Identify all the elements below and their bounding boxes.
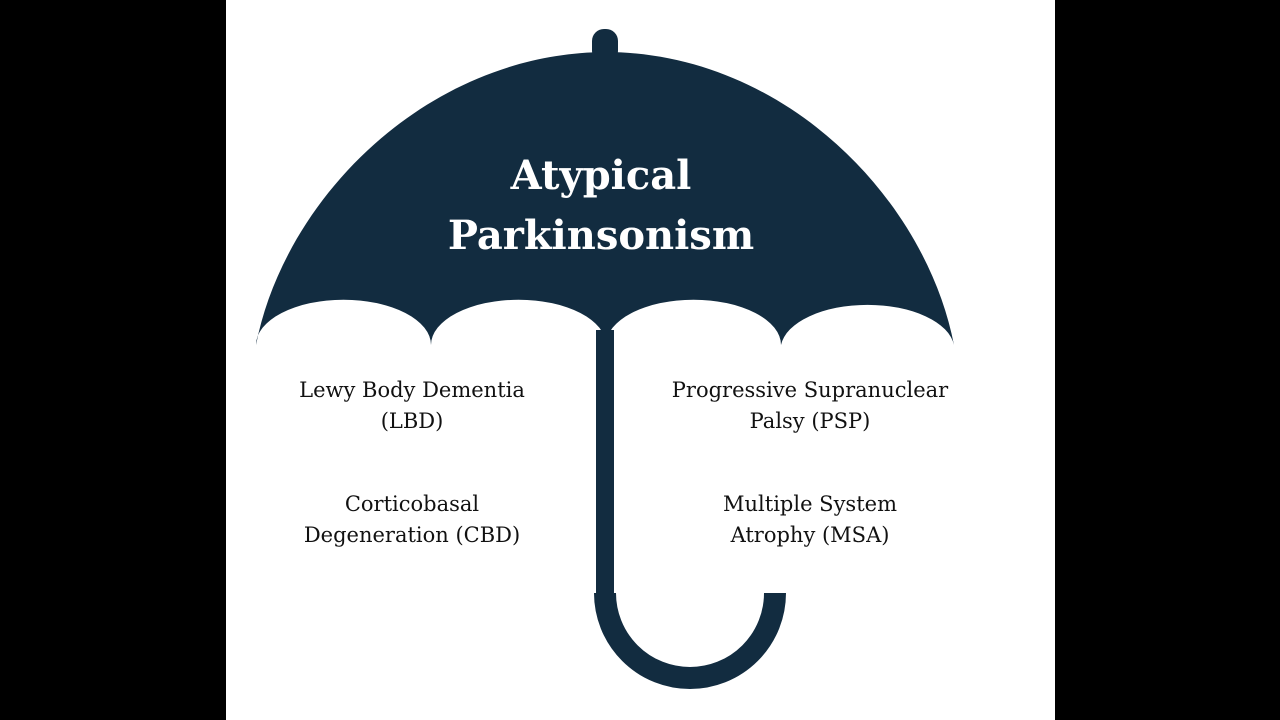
title-line-1: Atypical: [510, 152, 692, 199]
subtype-psp-line-2: Palsy (PSP): [749, 409, 871, 433]
subtype-lbd: Lewy Body Dementia (LBD): [252, 375, 572, 437]
subtype-psp-line-1: Progressive Supranuclear: [671, 378, 949, 402]
subtype-msa: Multiple System Atrophy (MSA): [650, 489, 970, 551]
subtype-cbd: Corticobasal Degeneration (CBD): [252, 489, 572, 551]
umbrella-canopy: [256, 52, 954, 345]
umbrella-icon: [256, 29, 954, 689]
umbrella-shaft: [596, 330, 614, 600]
slide-canvas: Atypical Parkinsonism Lewy Body Dementia…: [226, 0, 1055, 720]
subtype-lbd-line-2: (LBD): [380, 409, 444, 433]
umbrella-handle: [594, 592, 786, 689]
subtype-cbd-line-2: Degeneration (CBD): [303, 523, 521, 547]
subtype-msa-line-2: Atrophy (MSA): [730, 523, 890, 547]
subtype-msa-line-1: Multiple System: [723, 492, 897, 516]
subtype-cbd-line-1: Corticobasal: [344, 492, 480, 516]
subtype-psp: Progressive Supranuclear Palsy (PSP): [650, 375, 970, 437]
subtype-lbd-line-1: Lewy Body Dementia: [299, 378, 525, 402]
title-line-2: Parkinsonism: [447, 212, 755, 259]
